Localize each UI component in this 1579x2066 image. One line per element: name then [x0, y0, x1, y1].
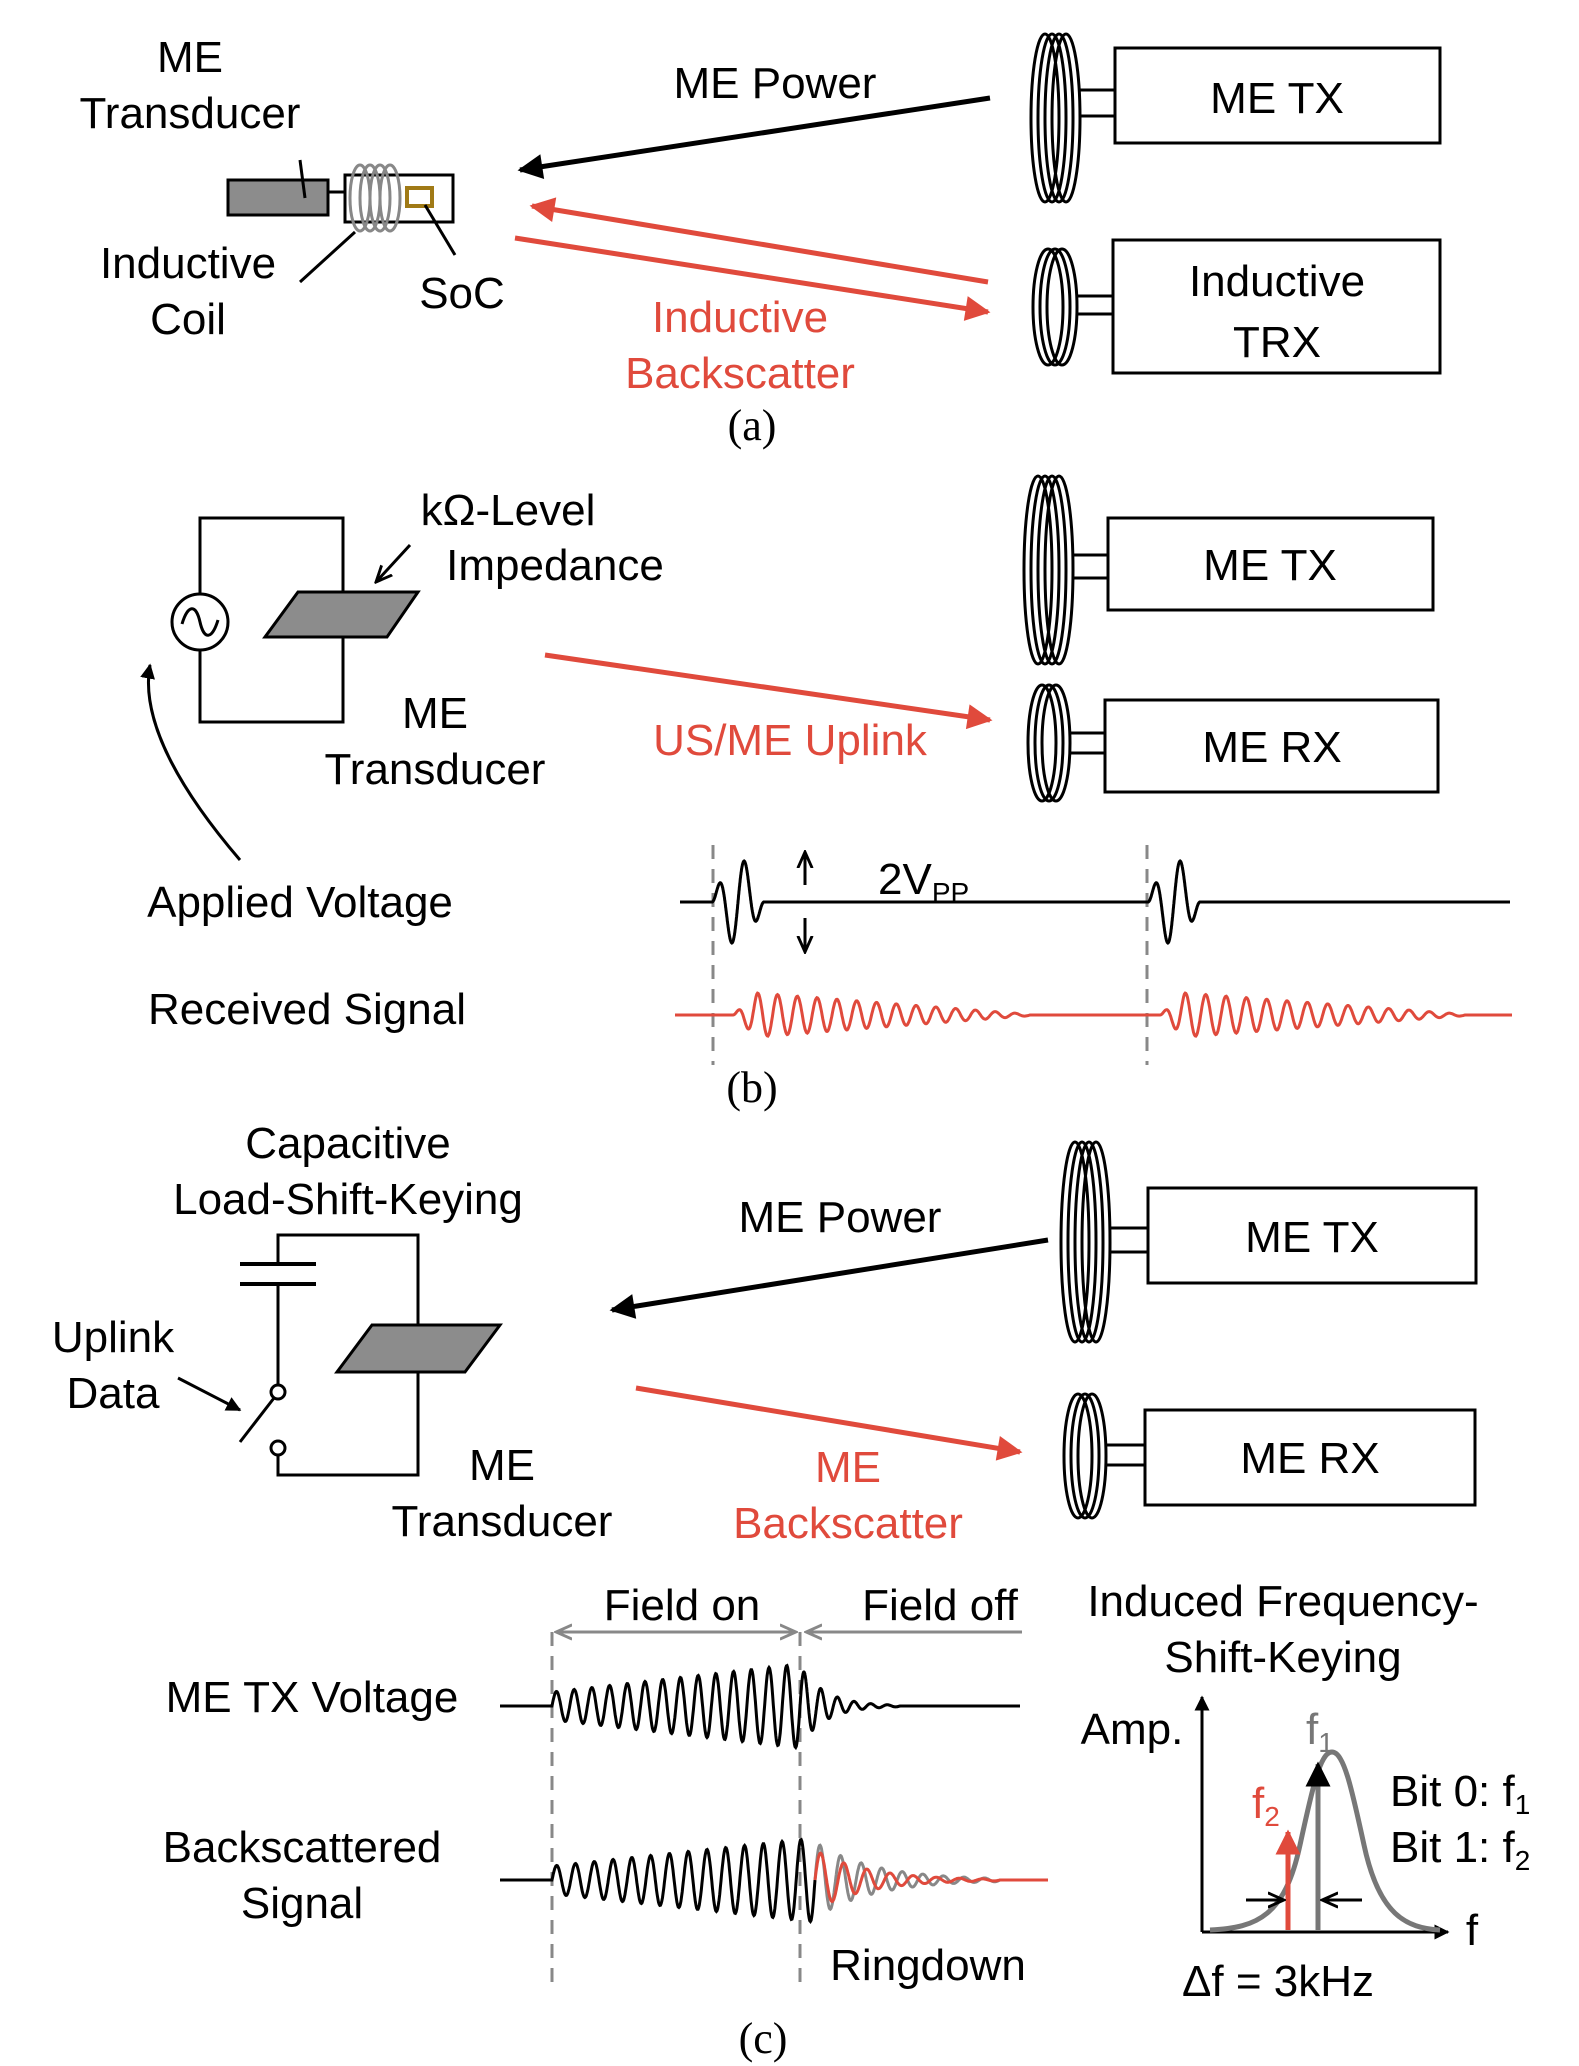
- me-rx-coil-c: [1062, 1392, 1108, 1520]
- me-tx-coil-b: [1022, 474, 1075, 666]
- me-transducer-pointer: [298, 159, 307, 199]
- soc-label: SoC: [419, 269, 505, 318]
- uplink-data-pointer: [177, 1376, 242, 1412]
- applied-voltage-waveform: [680, 858, 1510, 946]
- backscatter-arrow-up: [529, 197, 989, 285]
- applied-voltage-label: Applied Voltage: [147, 878, 453, 927]
- backscatter-arrow-down: [514, 235, 991, 321]
- me-backscatter-label-1: ME: [815, 1443, 881, 1492]
- me-transducer-label-c-2: Transducer: [392, 1497, 613, 1546]
- received-signal-waveform: [675, 991, 1512, 1038]
- inductive-trx-label-2: TRX: [1233, 318, 1321, 367]
- inductive-backscatter-label-2: Backscatter: [625, 349, 855, 398]
- me-tx-coil-a: [1029, 32, 1082, 204]
- implant-coil: [348, 163, 402, 233]
- me-tx-box-b: [1106, 516, 1435, 612]
- switch-terminal-bottom: [269, 1439, 287, 1457]
- me-rx-coil-b: [1026, 683, 1072, 803]
- caption-c: (c): [739, 2014, 788, 2063]
- lsk-label-2: Load-Shift-Keying: [173, 1175, 523, 1224]
- me-transducer-label-b-2: Transducer: [325, 745, 546, 794]
- amp-label: Amp.: [1081, 1705, 1184, 1754]
- sine-symbol: [180, 607, 220, 637]
- me-power-label-a: ME Power: [674, 59, 877, 108]
- me-tx-box-c: [1146, 1186, 1478, 1285]
- vpp-label: 2VPP: [878, 855, 969, 908]
- me-backscatter-arrow: [635, 1385, 1023, 1461]
- me-tx-box-a: [1113, 46, 1442, 145]
- panel-c: Capacitive Load-Shift-Keying Uplink Data…: [52, 1119, 1530, 2063]
- inductive-coil-label-1: Inductive: [100, 239, 276, 288]
- me-tx-label-c: ME TX: [1245, 1213, 1379, 1262]
- me-tx-label-a: ME TX: [1210, 74, 1344, 123]
- panel-b: kΩ-Level Impedance ME Transducer Applied…: [140, 474, 1512, 1112]
- me-rx-box-c: [1143, 1408, 1477, 1507]
- backscattered-label-2: Signal: [241, 1879, 363, 1928]
- me-rx-label-b: ME RX: [1202, 723, 1341, 772]
- me-transducer-label-a-1: ME: [157, 33, 223, 82]
- me-power-arrow-c: [609, 1237, 1049, 1319]
- caption-a: (a): [728, 401, 777, 450]
- inductive-coil-label-2: Coil: [150, 295, 226, 344]
- delta-f-label: Δf = 3kHz: [1182, 1957, 1374, 2006]
- uplink-data-label-1: Uplink: [52, 1313, 175, 1362]
- me-transducer-label-b-1: ME: [402, 689, 468, 738]
- switch-terminal-top: [269, 1383, 287, 1401]
- applied-voltage-pointer: [140, 663, 242, 861]
- coil-pointer: [298, 230, 357, 284]
- f1-label: f1: [1306, 1705, 1334, 1758]
- soc-pointer: [423, 204, 457, 256]
- backscattered-label-1: Backscattered: [163, 1823, 442, 1872]
- impedance-label-1: kΩ-Level: [421, 486, 596, 535]
- fsk-label-2: Shift-Keying: [1164, 1633, 1401, 1682]
- me-tx-coil-c: [1059, 1140, 1112, 1344]
- backscattered-signal-waveform: [500, 1837, 817, 1925]
- inductive-trx-label-1: Inductive: [1189, 257, 1365, 306]
- inductive-trx-box: [1111, 238, 1442, 375]
- backscatter-ringdown-bit1: [813, 1851, 1048, 1904]
- soc-chip: [405, 186, 434, 208]
- switch-blade: [238, 1397, 276, 1443]
- me-transducer-label-a-2: Transducer: [80, 89, 301, 138]
- me-rx-box-b: [1103, 698, 1440, 794]
- inductive-backscatter-label-1: Inductive: [652, 293, 828, 342]
- me-tx-label-b: ME TX: [1203, 541, 1337, 590]
- f-axis-label: f: [1466, 1906, 1479, 1955]
- field-off-label: Field off: [862, 1581, 1018, 1630]
- me-rx-label-c: ME RX: [1240, 1434, 1379, 1483]
- impedance-label-2: Impedance: [446, 541, 664, 590]
- lsk-label-1: Capacitive: [245, 1119, 450, 1168]
- me-power-arrow-a: [517, 95, 991, 179]
- me-tx-voltage-waveform: [500, 1663, 1020, 1751]
- fsk-label-1: Induced Frequency-: [1087, 1577, 1478, 1626]
- caption-b: (b): [726, 1063, 777, 1112]
- ringdown-label: Ringdown: [830, 1941, 1026, 1990]
- inductive-trx-coil: [1031, 247, 1079, 367]
- bit0-label: Bit 0: f1: [1390, 1767, 1530, 1820]
- bit1-label: Bit 1: f2: [1390, 1823, 1530, 1876]
- me-transducer-body: [226, 178, 330, 217]
- tx-voltage-label: ME TX Voltage: [166, 1673, 459, 1722]
- me-transducer-plate-c: [334, 1323, 503, 1374]
- received-signal-label: Received Signal: [148, 985, 466, 1034]
- me-transducer-plate-b: [262, 590, 421, 639]
- me-transducer-label-c-1: ME: [469, 1441, 535, 1490]
- f2-label: f2: [1252, 1779, 1280, 1832]
- impedance-pointer: [376, 543, 412, 582]
- uplink-data-label-2: Data: [67, 1369, 160, 1418]
- me-power-label-c: ME Power: [739, 1193, 942, 1242]
- field-on-label: Field on: [604, 1581, 761, 1630]
- uplink-arrow: [544, 652, 993, 730]
- uplink-label: US/ME Uplink: [653, 716, 928, 765]
- me-backscatter-label-2: Backscatter: [733, 1499, 963, 1548]
- panel-a: ME Transducer Inductive Coil SoC ME Powe…: [80, 32, 1442, 450]
